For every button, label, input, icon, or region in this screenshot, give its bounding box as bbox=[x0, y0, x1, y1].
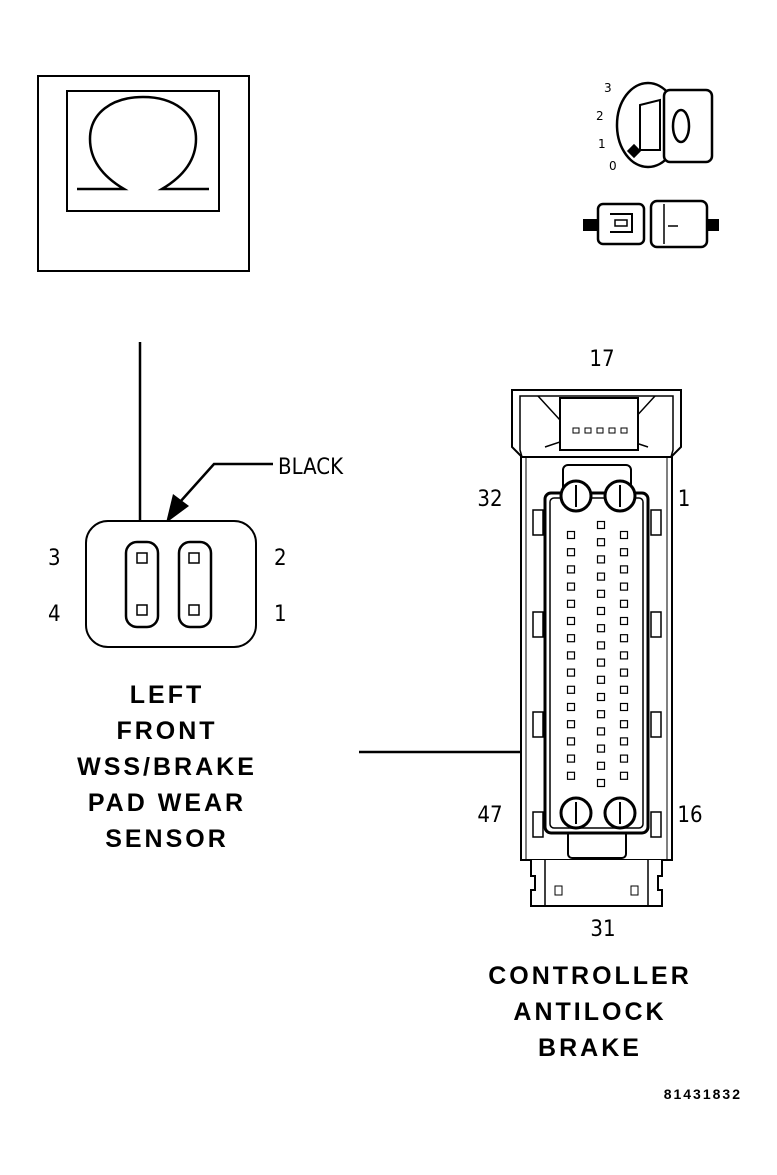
terminal-cavity bbox=[619, 548, 629, 557]
terminal-cavity bbox=[619, 668, 629, 677]
sensor-title-line-1: LEFT bbox=[130, 681, 205, 709]
sensor-title-line-5: SENSOR bbox=[105, 825, 229, 853]
terminal-cavity bbox=[596, 692, 606, 702]
figure-code: 81431832 bbox=[664, 1086, 742, 1102]
terminal-cavity bbox=[566, 616, 576, 626]
key-pos-0: 0 bbox=[609, 159, 617, 173]
pin-label-1-controller: 1 bbox=[678, 487, 691, 512]
pin-label-16: 16 bbox=[677, 803, 702, 828]
terminal-cavity bbox=[596, 572, 606, 581]
terminal-cavity bbox=[596, 778, 606, 788]
controller-title-line-2: ANTILOCK bbox=[513, 998, 666, 1026]
sensor-title-line-4: PAD WEAR bbox=[88, 789, 246, 817]
ohmmeter-display bbox=[66, 90, 220, 212]
pin-3 bbox=[136, 552, 148, 564]
terminal-cavity bbox=[566, 651, 576, 660]
terminal-cavity bbox=[619, 685, 629, 694]
terminal-cavity bbox=[596, 624, 606, 633]
terminal-cavity bbox=[566, 668, 576, 677]
terminal-cavity bbox=[566, 754, 576, 763]
ohmmeter bbox=[37, 75, 250, 272]
terminal-cavity bbox=[566, 599, 576, 608]
terminal-cavity bbox=[566, 702, 576, 712]
pin-label-32: 32 bbox=[477, 487, 502, 512]
terminal-cavity bbox=[596, 744, 606, 753]
terminal-cavity bbox=[596, 641, 606, 650]
terminal-cavity bbox=[566, 634, 576, 643]
terminal-cavity bbox=[566, 737, 576, 746]
connector-plug-icon bbox=[583, 199, 719, 249]
terminal-cavity bbox=[566, 530, 576, 540]
terminal-cavity bbox=[619, 616, 629, 626]
terminal-pin-grid bbox=[566, 520, 629, 788]
pin-label-47: 47 bbox=[477, 803, 502, 828]
terminal-cavity bbox=[619, 651, 629, 660]
sensor-title: LEFT FRONT WSS/BRAKE PAD WEAR SENSOR bbox=[77, 681, 257, 853]
terminal-cavity bbox=[596, 727, 606, 736]
terminal-cavity bbox=[596, 589, 606, 598]
terminal-cavity bbox=[596, 658, 606, 667]
pin-2 bbox=[188, 552, 200, 564]
sensor-title-line-2: FRONT bbox=[116, 717, 217, 745]
controller-title: CONTROLLER ANTILOCK BRAKE bbox=[488, 962, 692, 1062]
terminal-cavity bbox=[596, 555, 606, 564]
terminal-cavity bbox=[566, 771, 576, 780]
terminal-cavity bbox=[619, 771, 629, 780]
terminal-cavity bbox=[619, 565, 629, 574]
terminal-cavity bbox=[619, 634, 629, 643]
black-wire-leader bbox=[179, 462, 273, 503]
pin-1 bbox=[188, 604, 200, 616]
controller-title-line-1: CONTROLLER bbox=[488, 962, 692, 990]
terminal-cavity bbox=[619, 599, 629, 608]
controller-title-line-3: BRAKE bbox=[538, 1034, 642, 1062]
sensor-connector-body bbox=[85, 520, 257, 648]
terminal-cavity bbox=[619, 720, 629, 729]
terminal-cavity-right bbox=[177, 540, 213, 629]
terminal-field bbox=[543, 491, 650, 835]
terminal-cavity bbox=[566, 582, 576, 591]
wire-color-label: BLACK bbox=[278, 455, 344, 480]
terminal-cavity bbox=[566, 685, 576, 694]
key-pos-3: 3 bbox=[604, 81, 612, 95]
terminal-cavity bbox=[596, 761, 606, 770]
key-pos-2: 2 bbox=[596, 109, 604, 123]
terminal-cavity bbox=[619, 737, 629, 746]
sensor-title-line-3: WSS/BRAKE bbox=[77, 753, 257, 781]
ignition-key-icon: 3 2 1 0 bbox=[596, 81, 714, 173]
abs-controller-connector: 17 32 1 47 16 31 bbox=[477, 347, 702, 1062]
terminal-cavity bbox=[566, 565, 576, 574]
terminal-cavity bbox=[566, 548, 576, 557]
terminal-cavity bbox=[596, 710, 606, 719]
pin-label-3: 3 bbox=[48, 546, 61, 571]
terminal-cavity bbox=[619, 702, 629, 712]
terminal-cavity bbox=[619, 754, 629, 763]
wss-connector: BLACK 3 4 2 1 LEFT FRONT WSS/BRAKE PAD W… bbox=[48, 342, 344, 853]
pin-label-4: 4 bbox=[48, 602, 61, 627]
pin-label-17: 17 bbox=[589, 347, 614, 372]
pin-4 bbox=[136, 604, 148, 616]
terminal-cavity bbox=[566, 720, 576, 729]
terminal-cavity bbox=[619, 530, 629, 540]
ohm-icon bbox=[77, 95, 209, 191]
pin-label-1: 1 bbox=[274, 602, 287, 627]
pin-label-31: 31 bbox=[590, 917, 615, 942]
terminal-cavity bbox=[596, 606, 606, 616]
terminal-cavity bbox=[619, 582, 629, 591]
terminal-cavity bbox=[596, 675, 606, 684]
key-pos-1: 1 bbox=[598, 137, 606, 151]
terminal-cavity-left bbox=[124, 540, 160, 629]
mounting-screws bbox=[559, 479, 637, 830]
terminal-cavity bbox=[596, 538, 606, 547]
pin-label-2: 2 bbox=[274, 546, 287, 571]
black-wire-arrow bbox=[166, 494, 189, 523]
terminal-cavity bbox=[596, 520, 606, 530]
